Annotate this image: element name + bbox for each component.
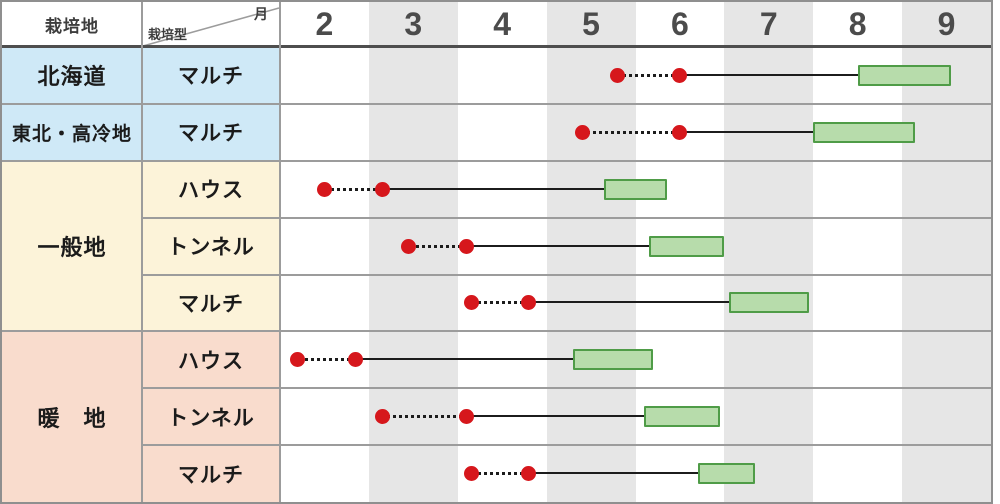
- sowing-end-dot: [374, 181, 390, 197]
- month-label: 5: [582, 6, 600, 42]
- area-column-header: 栽培地: [2, 2, 142, 47]
- type-cell-5: ハウス: [142, 331, 280, 389]
- sowing-dotted-connector: [471, 472, 529, 476]
- growth-line: [466, 415, 645, 418]
- type-chart-divider: [279, 2, 281, 502]
- harvest-bar: [573, 349, 654, 371]
- month-label: 9: [937, 6, 956, 42]
- month-label: 2: [315, 6, 334, 42]
- harvest-bar: [728, 292, 809, 314]
- type-cell-7: マルチ: [142, 445, 280, 502]
- growth-line: [679, 73, 858, 76]
- row-divider: [2, 102, 991, 105]
- diagonal-divider-line: [142, 7, 280, 47]
- month-label: 6: [671, 6, 689, 42]
- growth-line: [528, 301, 729, 304]
- sowing-start-dot: [290, 352, 306, 368]
- type-column-header-label: 栽培型: [148, 27, 188, 42]
- harvest-bar: [648, 235, 725, 257]
- sowing-end-dot: [348, 352, 364, 368]
- sowing-start-dot: [463, 295, 479, 311]
- area-column-header-label: 栽培地: [45, 17, 99, 36]
- month-row-header-label: 月: [254, 6, 268, 22]
- header-divider: [2, 45, 991, 48]
- sowing-dotted-connector: [582, 130, 680, 134]
- sowing-dotted-connector: [471, 301, 529, 305]
- region-cell-0: 北海道: [2, 47, 142, 104]
- sowing-end-dot: [521, 295, 537, 311]
- sowing-end-dot: [459, 238, 475, 254]
- growth-line: [466, 244, 649, 247]
- sowing-dotted-connector: [297, 358, 356, 362]
- sowing-dotted-connector: [382, 415, 467, 419]
- type-cell-0: マルチ: [142, 47, 280, 104]
- sowing-end-dot: [459, 409, 475, 425]
- sowing-end-dot: [521, 466, 537, 482]
- sowing-end-dot: [672, 67, 688, 83]
- row-divider: [142, 444, 991, 447]
- sowing-start-dot: [463, 466, 479, 482]
- type-cell-1: マルチ: [142, 103, 280, 161]
- harvest-bar: [604, 178, 667, 200]
- harvest-bar: [697, 463, 756, 485]
- sowing-dotted-connector: [324, 187, 383, 191]
- growth-line: [355, 358, 574, 361]
- row-divider: [2, 159, 991, 162]
- sowing-start-dot: [401, 238, 417, 254]
- region-cell-2: 一般地: [2, 160, 142, 332]
- sowing-start-dot: [574, 124, 590, 140]
- growth-line: [528, 472, 698, 475]
- region-cell-1: 東北・高冷地: [2, 103, 142, 161]
- type-cell-6: トンネル: [142, 388, 280, 446]
- month-stripe: [724, 2, 814, 502]
- area-type-divider: [141, 2, 143, 502]
- type-cell-2: ハウス: [142, 160, 280, 218]
- harvest-bar: [644, 406, 720, 428]
- type-cell-4: マルチ: [142, 274, 280, 332]
- region-cell-3: 暖 地: [2, 331, 142, 502]
- sowing-start-dot: [374, 409, 390, 425]
- type-month-header: 栽培型 月: [142, 2, 280, 47]
- row-divider: [142, 387, 991, 390]
- row-divider: [2, 330, 991, 333]
- growth-line: [382, 187, 605, 190]
- month-label: 4: [493, 6, 512, 42]
- sowing-start-dot: [610, 67, 626, 83]
- sowing-start-dot: [316, 181, 332, 197]
- harvest-bar: [857, 64, 951, 86]
- harvest-bar: [813, 121, 916, 143]
- month-stripe: [546, 2, 636, 502]
- sowing-dotted-connector: [408, 244, 467, 248]
- type-cell-3: トンネル: [142, 217, 280, 275]
- sowing-dotted-connector: [617, 73, 680, 77]
- month-label: 7: [759, 6, 778, 42]
- row-divider: [142, 273, 991, 276]
- sowing-end-dot: [672, 124, 688, 140]
- month-label: 3: [404, 6, 423, 42]
- month-label: 8: [848, 6, 867, 42]
- row-divider: [142, 216, 991, 219]
- growth-line: [679, 130, 814, 133]
